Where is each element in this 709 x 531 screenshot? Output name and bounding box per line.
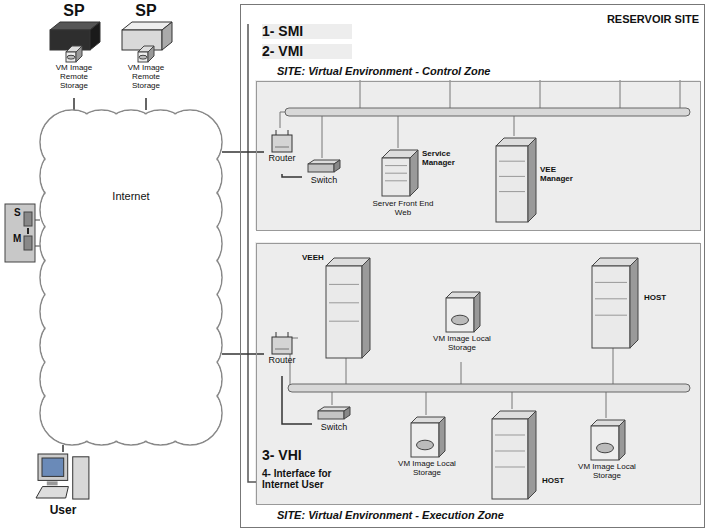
node-text: VM Image Local Storage [422,335,502,353]
router: Router [264,332,300,376]
router: Router [264,130,300,174]
remote-storage: VM Image Remote Storage [46,46,102,98]
user-computer [36,452,90,500]
sm-device-icon [5,204,40,262]
interface-bracket [248,24,256,482]
network-link [62,445,64,452]
server-icon [592,258,638,348]
node-text: VM Image Remote Storage [46,64,102,90]
vee-manager: VEE Manager [492,132,592,227]
network-bus [285,108,690,116]
server-icon [496,138,536,222]
local-storage: VM Image Local Storage [422,292,502,362]
local-storage: VM Image Local Storage [567,420,647,490]
network-link [222,353,264,355]
server-icon [492,411,536,499]
storage-icon [446,292,480,332]
node-text: Switch [312,423,356,433]
network-link [222,151,264,153]
node-text: Router [264,356,300,366]
node-text: SP [40,2,108,20]
node-text: VM Image Remote Storage [118,64,174,90]
network-link [282,174,302,177]
node-text: VEE Manager [540,166,590,184]
network-wires [280,80,680,418]
node-text: Switch [302,176,346,186]
switch: Switch [302,160,346,194]
front-end-server: Service ManagerServer Front End Web [372,142,482,230]
network-link [282,376,312,424]
node-text: RESERVOIR SITE [571,13,699,25]
node-text: Service Manager [422,150,480,168]
interface-label: 2- VMI [262,44,352,59]
network-link [73,98,75,110]
node-text: SITE: Virtual Environment - Control Zone [277,65,697,77]
veeh-host: VEEH [302,254,372,364]
node-text: SP [112,2,180,20]
server-icon [382,150,418,196]
interface-label: 3- VHI [262,448,352,463]
local-storage: VM Image Local Storage [387,417,467,487]
service-provider: SP VM Image Remote Storage [112,2,180,98]
storage-icon [591,420,625,460]
node-text: Router [264,154,300,164]
control-zone: SITE: Virtual Environment - Control Zone… [256,81,701,231]
router-icon [272,130,292,152]
node-text: Internet [90,190,172,202]
switch-icon [318,407,350,419]
storage-icon [411,417,445,457]
remote-storage: VM Image Remote Storage [118,46,174,98]
host-server: HOST [592,254,692,354]
node-text: VM Image Local Storage [567,463,647,481]
node-text: User [28,504,98,517]
zone-fill [255,242,700,504]
network-bus [288,384,690,392]
device-letter: M [13,233,25,244]
node-text: HOST [644,294,688,303]
node-text: Server Front End Web [372,200,434,218]
interface-label: 4- Interface for Internet User [262,468,362,490]
internet-cloud [40,110,222,445]
node-text: VM Image Local Storage [387,460,467,478]
service-provider: SP VM Image Remote Storage [40,2,108,98]
execution-zone: SITE: Virtual Environment - Execution Zo… [256,243,701,505]
switch-icon [308,160,340,172]
internet-cloud: Internet [40,110,222,445]
storage-icon [138,46,154,62]
storage-icon [66,46,82,62]
host-server: HOST [492,407,592,502]
node-text: SITE: Virtual Environment - Execution Zo… [277,509,697,521]
network-link [145,98,147,110]
interface-label: 1- SMI [262,24,352,39]
switch: Switch [312,407,356,441]
zone-fill [255,80,700,230]
device-letter: S [14,207,24,218]
node-text: VEEH [302,254,326,263]
router-icon [272,332,292,354]
user-computer: User [28,452,98,526]
node-text: HOST [542,477,586,486]
server-icon [326,258,370,358]
